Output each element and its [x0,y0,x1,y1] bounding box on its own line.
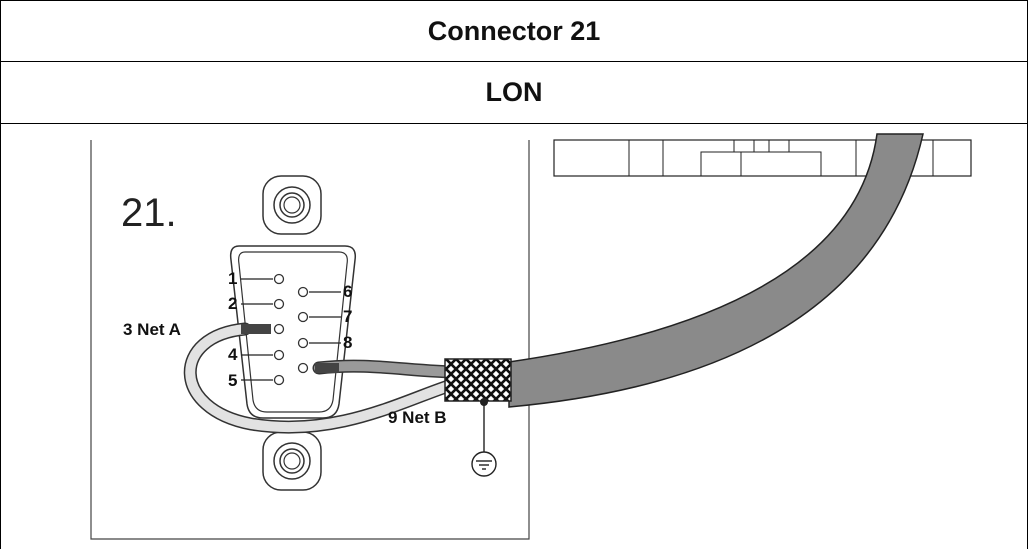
pin-label-8: 8 [343,333,352,352]
pin-label-4: 4 [228,345,238,364]
connector-number: 21. [121,191,177,235]
subtitle-row: LON [0,62,1028,124]
net-b-conductor [315,363,339,373]
page-title: Connector 21 [427,15,601,46]
pin-label-2: 2 [228,294,237,313]
page-subtitle: LON [485,77,543,107]
figure-cell: 21. 1 2 3 Net A 4 5 6 7 8 9 Net B [0,124,1028,549]
dsub-shell [229,245,357,419]
pin-label-3-net-a: 3 Net A [123,320,181,339]
pin-label-1: 1 [228,269,237,288]
pin-label-5: 5 [228,371,237,390]
lon-cable [508,133,924,408]
mounting-screw-top [262,175,322,235]
mounting-screw-bottom [262,431,322,491]
net-a-conductor [241,324,271,334]
pins-left [273,273,285,386]
pin-label-7: 7 [343,307,352,326]
connector-diagram: 21. 1 2 3 Net A 4 5 6 7 8 9 Net B [90,133,972,540]
pin-leaders [241,278,341,381]
pin-label-6: 6 [343,282,352,301]
pins-right [297,286,309,374]
title-row: Connector 21 [0,0,1028,62]
pin-label-9-net-b: 9 Net B [388,408,447,427]
cable-shield [444,358,512,402]
panel-outline [90,140,530,540]
ground-icon [471,398,497,477]
